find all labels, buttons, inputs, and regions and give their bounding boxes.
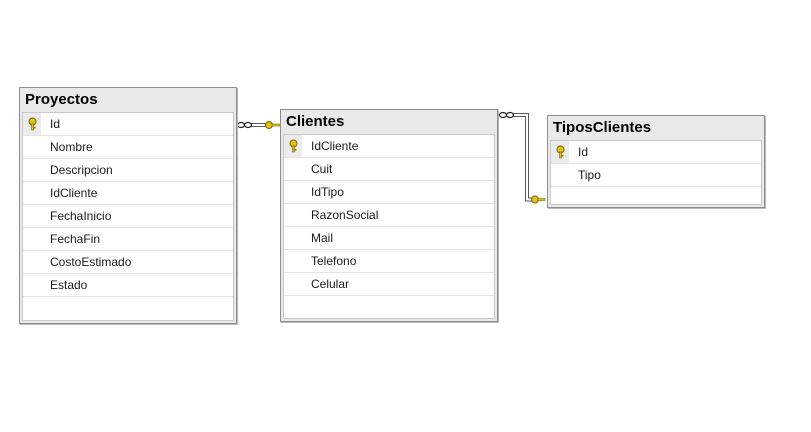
key-icon	[531, 195, 546, 204]
column-name: CostoEstimado	[50, 255, 132, 269]
column-row[interactable]: Descripcion	[23, 159, 233, 182]
column-row[interactable]: Telefono	[284, 250, 494, 273]
column-row[interactable]: Nombre	[23, 136, 233, 159]
key-icon	[28, 117, 37, 131]
table-title: Clientes	[286, 113, 345, 130]
infinity-icon	[498, 111, 515, 119]
column-name: IdCliente	[50, 186, 98, 200]
column-row[interactable]: IdTipo	[284, 181, 494, 204]
column-name: Nombre	[50, 140, 93, 154]
table-tiposclientes[interactable]: TiposClientes Id Tipo	[547, 115, 765, 208]
column-name: Descripcion	[50, 163, 113, 177]
column-name: IdCliente	[311, 139, 359, 153]
table-title: TiposClientes	[553, 119, 652, 136]
column-name: Mail	[311, 231, 334, 245]
column-row[interactable]: Mail	[284, 227, 494, 250]
column-row[interactable]: IdCliente	[23, 182, 233, 205]
column-row-pk[interactable]: Id	[551, 141, 761, 164]
column-list: Id Tipo	[550, 140, 762, 205]
relationship-proyectos-clientes[interactable]	[236, 121, 281, 129]
table-clientes[interactable]: Clientes IdCliente Cuit IdTipo RazonSoci…	[280, 109, 498, 322]
column-row[interactable]: Tipo	[551, 164, 761, 187]
key-icon	[289, 139, 298, 153]
column-name: FechaInicio	[50, 209, 112, 223]
column-name: Cuit	[311, 162, 333, 176]
column-row[interactable]: FechaInicio	[23, 205, 233, 228]
column-row[interactable]: CostoEstimado	[23, 251, 233, 274]
relationship-clientes-tiposclientes[interactable]	[498, 111, 546, 204]
column-name: RazonSocial	[311, 208, 379, 222]
column-name: IdTipo	[311, 185, 344, 199]
column-row[interactable]: Cuit	[284, 158, 494, 181]
column-row[interactable]: FechaFin	[23, 228, 233, 251]
column-row[interactable]: RazonSocial	[284, 204, 494, 227]
column-row-pk[interactable]: IdCliente	[284, 135, 494, 158]
column-name: Id	[578, 145, 589, 159]
column-row[interactable]: Estado	[23, 274, 233, 297]
table-title: Proyectos	[25, 91, 98, 108]
column-name: Estado	[50, 278, 88, 292]
column-list: IdCliente Cuit IdTipo RazonSocial Mail T…	[283, 134, 495, 319]
column-name: Id	[50, 117, 61, 131]
infinity-icon	[236, 121, 253, 129]
column-list: Id Nombre Descripcion IdCliente FechaIni…	[22, 112, 234, 321]
column-name: FechaFin	[50, 232, 101, 246]
column-name: Telefono	[311, 254, 357, 268]
column-name: Celular	[311, 277, 350, 291]
key-icon	[265, 121, 281, 129]
column-row[interactable]: Celular	[284, 273, 494, 296]
table-proyectos[interactable]: Proyectos Id Nombre Descripcion IdClient…	[19, 87, 237, 324]
key-icon	[556, 145, 565, 159]
column-name: Tipo	[578, 168, 601, 182]
column-row-pk[interactable]: Id	[23, 113, 233, 136]
